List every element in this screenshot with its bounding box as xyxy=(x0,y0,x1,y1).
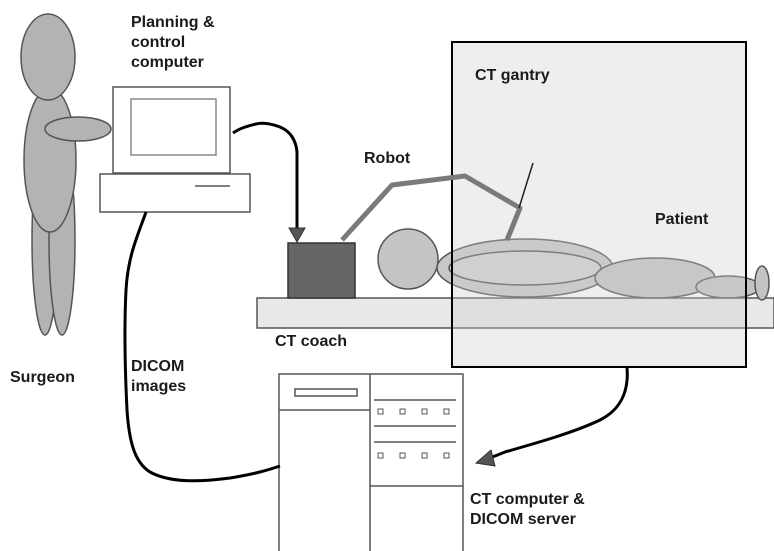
cable-computer-to-robot xyxy=(232,121,299,236)
ct-computer-label-line-2: DICOM server xyxy=(470,511,576,528)
ct-gantry-box xyxy=(451,41,747,368)
ct-coach-table xyxy=(256,297,774,329)
robot-base xyxy=(287,242,356,299)
surgeon-label: Surgeon xyxy=(10,369,75,386)
computer-base xyxy=(99,173,251,213)
arrow-to-server xyxy=(474,449,496,467)
cable-gantry-to-server xyxy=(489,367,629,460)
dicom-label-line-1: DICOM xyxy=(131,358,185,375)
ct-gantry-label: CT gantry xyxy=(475,67,550,84)
planning-computer-label: Planning & control computer xyxy=(131,13,215,73)
dicom-images-label: DICOM images xyxy=(131,357,186,397)
planning-label-line-2: control xyxy=(131,34,186,51)
ct-computer-label: CT computer & DICOM server xyxy=(470,490,585,530)
dicom-label-line-2: images xyxy=(131,378,187,395)
robot-arm xyxy=(340,173,523,242)
patient-figure xyxy=(377,228,770,301)
ct-computer-label-line-1: CT computer & xyxy=(470,491,585,508)
robot xyxy=(287,162,534,299)
computer-screen xyxy=(130,98,217,156)
robot-needle xyxy=(518,162,534,209)
patient-label: Patient xyxy=(655,211,709,228)
arrow-to-robot xyxy=(288,227,306,244)
cable-dicom-images xyxy=(123,211,281,483)
ct-computer-server xyxy=(278,373,464,551)
robot-label: Robot xyxy=(364,150,411,167)
surgeon-figure xyxy=(20,13,112,336)
planning-computer xyxy=(99,86,251,213)
planning-label-line-3: computer xyxy=(131,54,204,71)
planning-label-line-1: Planning & xyxy=(131,14,215,31)
ct-coach-label: CT coach xyxy=(275,333,348,350)
